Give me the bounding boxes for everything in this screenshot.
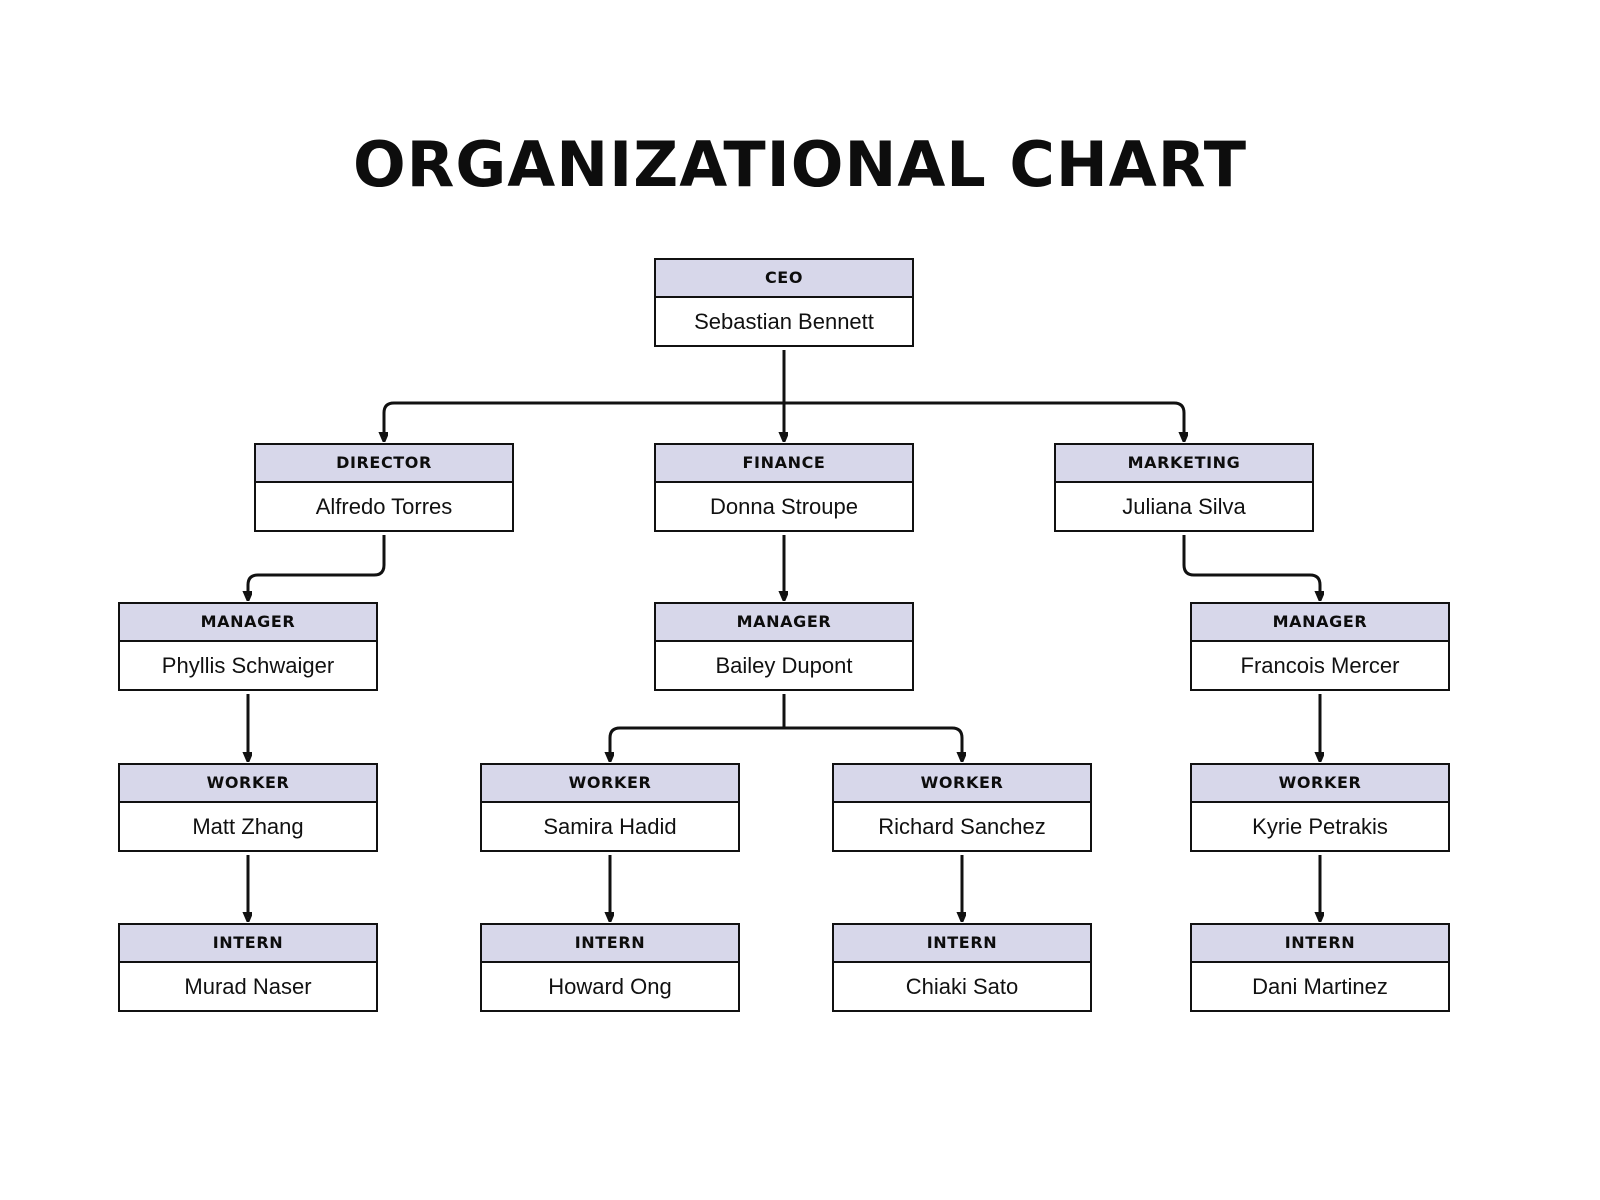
node-manager-1[interactable]: MANAGER Phyllis Schwaiger xyxy=(118,602,378,691)
node-director-role: DIRECTOR xyxy=(256,445,512,483)
node-finance-name: Donna Stroupe xyxy=(656,483,912,530)
node-intern-4[interactable]: INTERN Dani Martinez xyxy=(1190,923,1450,1012)
node-marketing-role: MARKETING xyxy=(1056,445,1312,483)
node-director-name: Alfredo Torres xyxy=(256,483,512,530)
node-manager-2-name: Bailey Dupont xyxy=(656,642,912,689)
node-finance[interactable]: FINANCE Donna Stroupe xyxy=(654,443,914,532)
node-ceo[interactable]: CEO Sebastian Bennett xyxy=(654,258,914,347)
node-manager-2[interactable]: MANAGER Bailey Dupont xyxy=(654,602,914,691)
node-intern-2-role: INTERN xyxy=(482,925,738,963)
node-worker-1-role: WORKER xyxy=(120,765,376,803)
node-manager-3[interactable]: MANAGER Francois Mercer xyxy=(1190,602,1450,691)
node-worker-4-role: WORKER xyxy=(1192,765,1448,803)
node-manager-3-name: Francois Mercer xyxy=(1192,642,1448,689)
node-intern-1-role: INTERN xyxy=(120,925,376,963)
node-worker-2[interactable]: WORKER Samira Hadid xyxy=(480,763,740,852)
node-ceo-role: CEO xyxy=(656,260,912,298)
node-intern-4-role: INTERN xyxy=(1192,925,1448,963)
edge-director-mgr1 xyxy=(248,535,386,596)
node-ceo-name: Sebastian Bennett xyxy=(656,298,912,345)
node-intern-4-name: Dani Martinez xyxy=(1192,963,1448,1010)
node-intern-2-name: Howard Ong xyxy=(482,963,738,1010)
edge-ceo-marketing xyxy=(784,401,1184,437)
node-marketing[interactable]: MARKETING Juliana Silva xyxy=(1054,443,1314,532)
node-worker-1-name: Matt Zhang xyxy=(120,803,376,850)
page-title: ORGANIZATIONAL CHART xyxy=(352,128,1248,201)
node-worker-4[interactable]: WORKER Kyrie Petrakis xyxy=(1190,763,1450,852)
node-director[interactable]: DIRECTOR Alfredo Torres xyxy=(254,443,514,532)
node-worker-2-role: WORKER xyxy=(482,765,738,803)
node-intern-2[interactable]: INTERN Howard Ong xyxy=(480,923,740,1012)
node-manager-3-role: MANAGER xyxy=(1192,604,1448,642)
node-worker-3-role: WORKER xyxy=(834,765,1090,803)
node-finance-role: FINANCE xyxy=(656,445,912,483)
node-worker-4-name: Kyrie Petrakis xyxy=(1192,803,1448,850)
node-marketing-name: Juliana Silva xyxy=(1056,483,1312,530)
node-manager-1-name: Phyllis Schwaiger xyxy=(120,642,376,689)
edge-marketing-mgr3 xyxy=(1182,535,1320,596)
node-worker-3[interactable]: WORKER Richard Sanchez xyxy=(832,763,1092,852)
edge-mgr2-wrk3 xyxy=(784,726,962,757)
node-worker-2-name: Samira Hadid xyxy=(482,803,738,850)
node-manager-1-role: MANAGER xyxy=(120,604,376,642)
edge-ceo-director xyxy=(384,401,784,437)
node-intern-1-name: Murad Naser xyxy=(120,963,376,1010)
node-worker-3-name: Richard Sanchez xyxy=(834,803,1090,850)
edge-mgr2-wrk2 xyxy=(610,726,784,757)
node-intern-3-name: Chiaki Sato xyxy=(834,963,1090,1010)
node-intern-3[interactable]: INTERN Chiaki Sato xyxy=(832,923,1092,1012)
node-worker-1[interactable]: WORKER Matt Zhang xyxy=(118,763,378,852)
node-intern-1[interactable]: INTERN Murad Naser xyxy=(118,923,378,1012)
node-intern-3-role: INTERN xyxy=(834,925,1090,963)
node-manager-2-role: MANAGER xyxy=(656,604,912,642)
